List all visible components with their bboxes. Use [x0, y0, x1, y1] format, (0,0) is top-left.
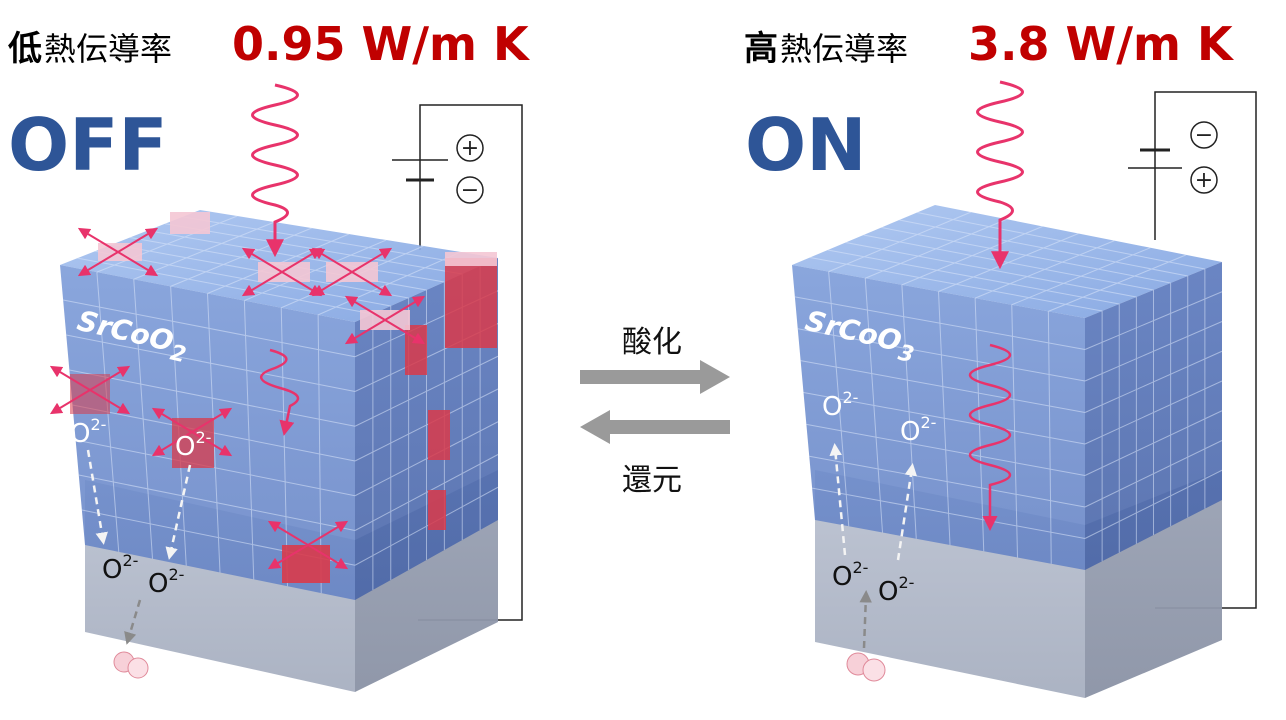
- right-ion-2: O2-: [900, 413, 936, 447]
- scatter-arrow: [307, 544, 349, 570]
- scatter-arrow: [49, 365, 91, 391]
- right-circuit: [1128, 91, 1257, 609]
- lattice-line: [809, 455, 1086, 508]
- scatter-arrow: [117, 251, 159, 277]
- lattice-line: [354, 486, 499, 566]
- reduction-label: 還元: [622, 463, 682, 498]
- scatter-arrow: [351, 247, 393, 273]
- lattice-line: [881, 227, 1171, 284]
- left-ion-2: O2-: [175, 428, 211, 462]
- right-conductivity-value: 3.8 W/m K: [968, 17, 1235, 71]
- scatter-arrow: [241, 271, 283, 297]
- lattice-line: [812, 487, 1086, 539]
- left-heat-wave: [251, 83, 299, 258]
- lattice-line: [354, 421, 499, 497]
- left-state-label: OFF: [8, 103, 168, 187]
- lattice-line: [78, 474, 356, 531]
- right-minus-symbol: −: [1195, 123, 1213, 148]
- left-ion-3: O2-: [102, 551, 138, 585]
- scatter-arrow: [384, 295, 426, 321]
- scatter-arrow: [49, 389, 91, 415]
- middle-reaction: 酸化 還元: [580, 325, 730, 498]
- right-panel: 高 熱伝導率 3.8 W/m K ON − + SrCoO3: [744, 17, 1257, 698]
- right-heat-wave-inner: [968, 343, 1012, 531]
- svg-text:SrCoO3: SrCoO3: [801, 304, 920, 368]
- lattice-line: [917, 212, 1205, 270]
- scatter-arrow: [241, 247, 283, 273]
- lattice-line: [354, 388, 499, 462]
- right-material-label: SrCoO3: [801, 304, 920, 368]
- oxidation-arrow: [580, 360, 730, 394]
- scatter-arrow: [77, 227, 119, 253]
- left-scatter-arrows: [49, 227, 426, 570]
- lattice-line: [147, 230, 445, 283]
- right-plus-symbol: +: [1195, 168, 1213, 193]
- left-panel: 低 熱伝導率 0.95 W/m K OFF + −: [8, 17, 531, 692]
- right-heat-wave: [976, 80, 1024, 270]
- scatter-arrow: [191, 407, 233, 433]
- scatter-arrow: [77, 251, 119, 277]
- right-ion-1: O2-: [822, 388, 858, 422]
- scatter-arrow: [307, 520, 349, 546]
- lattice-line: [244, 239, 387, 302]
- left-ion-4: O2-: [148, 565, 184, 599]
- left-film-block: [60, 210, 499, 600]
- right-oxygen-molecule-icon: [846, 652, 886, 682]
- left-prefix: 低: [8, 29, 42, 69]
- lattice-line: [1011, 247, 1151, 306]
- right-state-label: ON: [745, 103, 866, 187]
- scatter-arrow: [151, 431, 193, 457]
- scatter-arrow: [89, 365, 131, 391]
- left-minus-symbol: −: [461, 178, 479, 203]
- scatter-arrow: [344, 319, 386, 345]
- right-ion-paths: [829, 443, 918, 649]
- lattice-line: [1084, 469, 1223, 539]
- oxidation-label: 酸化: [622, 325, 682, 360]
- scatter-arrow: [311, 271, 353, 297]
- lattice-line: [182, 216, 481, 267]
- lattice-line: [1084, 410, 1223, 476]
- lattice-line: [1011, 304, 1018, 558]
- left-label: 熱伝導率: [44, 30, 172, 68]
- scatter-arrow: [384, 319, 426, 345]
- right-label: 熱伝導率: [780, 30, 908, 68]
- scatter-arrow: [267, 544, 309, 570]
- lattice-line: [354, 454, 499, 531]
- lattice-line: [243, 300, 255, 580]
- scatter-arrow: [351, 271, 393, 297]
- right-ion-4: O2-: [878, 573, 914, 607]
- lattice-line: [974, 298, 985, 552]
- lattice-line: [806, 423, 1086, 476]
- left-plus-symbol: +: [461, 136, 479, 161]
- left-ion-paths: [86, 449, 192, 645]
- lattice-line: [317, 251, 461, 316]
- scatter-arrow: [151, 407, 193, 433]
- left-conductivity-value: 0.95 W/m K: [232, 17, 531, 71]
- left-ion-1: O2-: [70, 415, 106, 449]
- lattice-line: [75, 439, 356, 497]
- lattice-line: [1084, 440, 1223, 508]
- lattice-line: [1048, 254, 1187, 312]
- scatter-arrow: [89, 389, 131, 415]
- reduction-arrow: [580, 410, 730, 444]
- lattice-line: [899, 219, 1188, 277]
- lattice-line: [1047, 311, 1052, 564]
- lattice-line: [1084, 380, 1223, 445]
- scatter-arrow: [191, 431, 233, 457]
- scatter-arrow: [117, 227, 159, 253]
- left-heat-wave-inner: [260, 348, 300, 436]
- scatter-arrow: [311, 247, 353, 273]
- right-oxygen-ions: O2- O2- O2- O2-: [822, 388, 936, 607]
- scatter-arrow: [267, 520, 309, 546]
- right-prefix: 高: [744, 29, 778, 69]
- left-oxygen-ions: O2- O2- O2- O2-: [70, 415, 211, 599]
- lattice-line: [803, 392, 1086, 445]
- lattice-line: [974, 240, 1115, 299]
- right-ion-3: O2-: [832, 558, 868, 592]
- left-oxygen-molecule-icon: [113, 651, 149, 679]
- scatter-arrow: [344, 295, 386, 321]
